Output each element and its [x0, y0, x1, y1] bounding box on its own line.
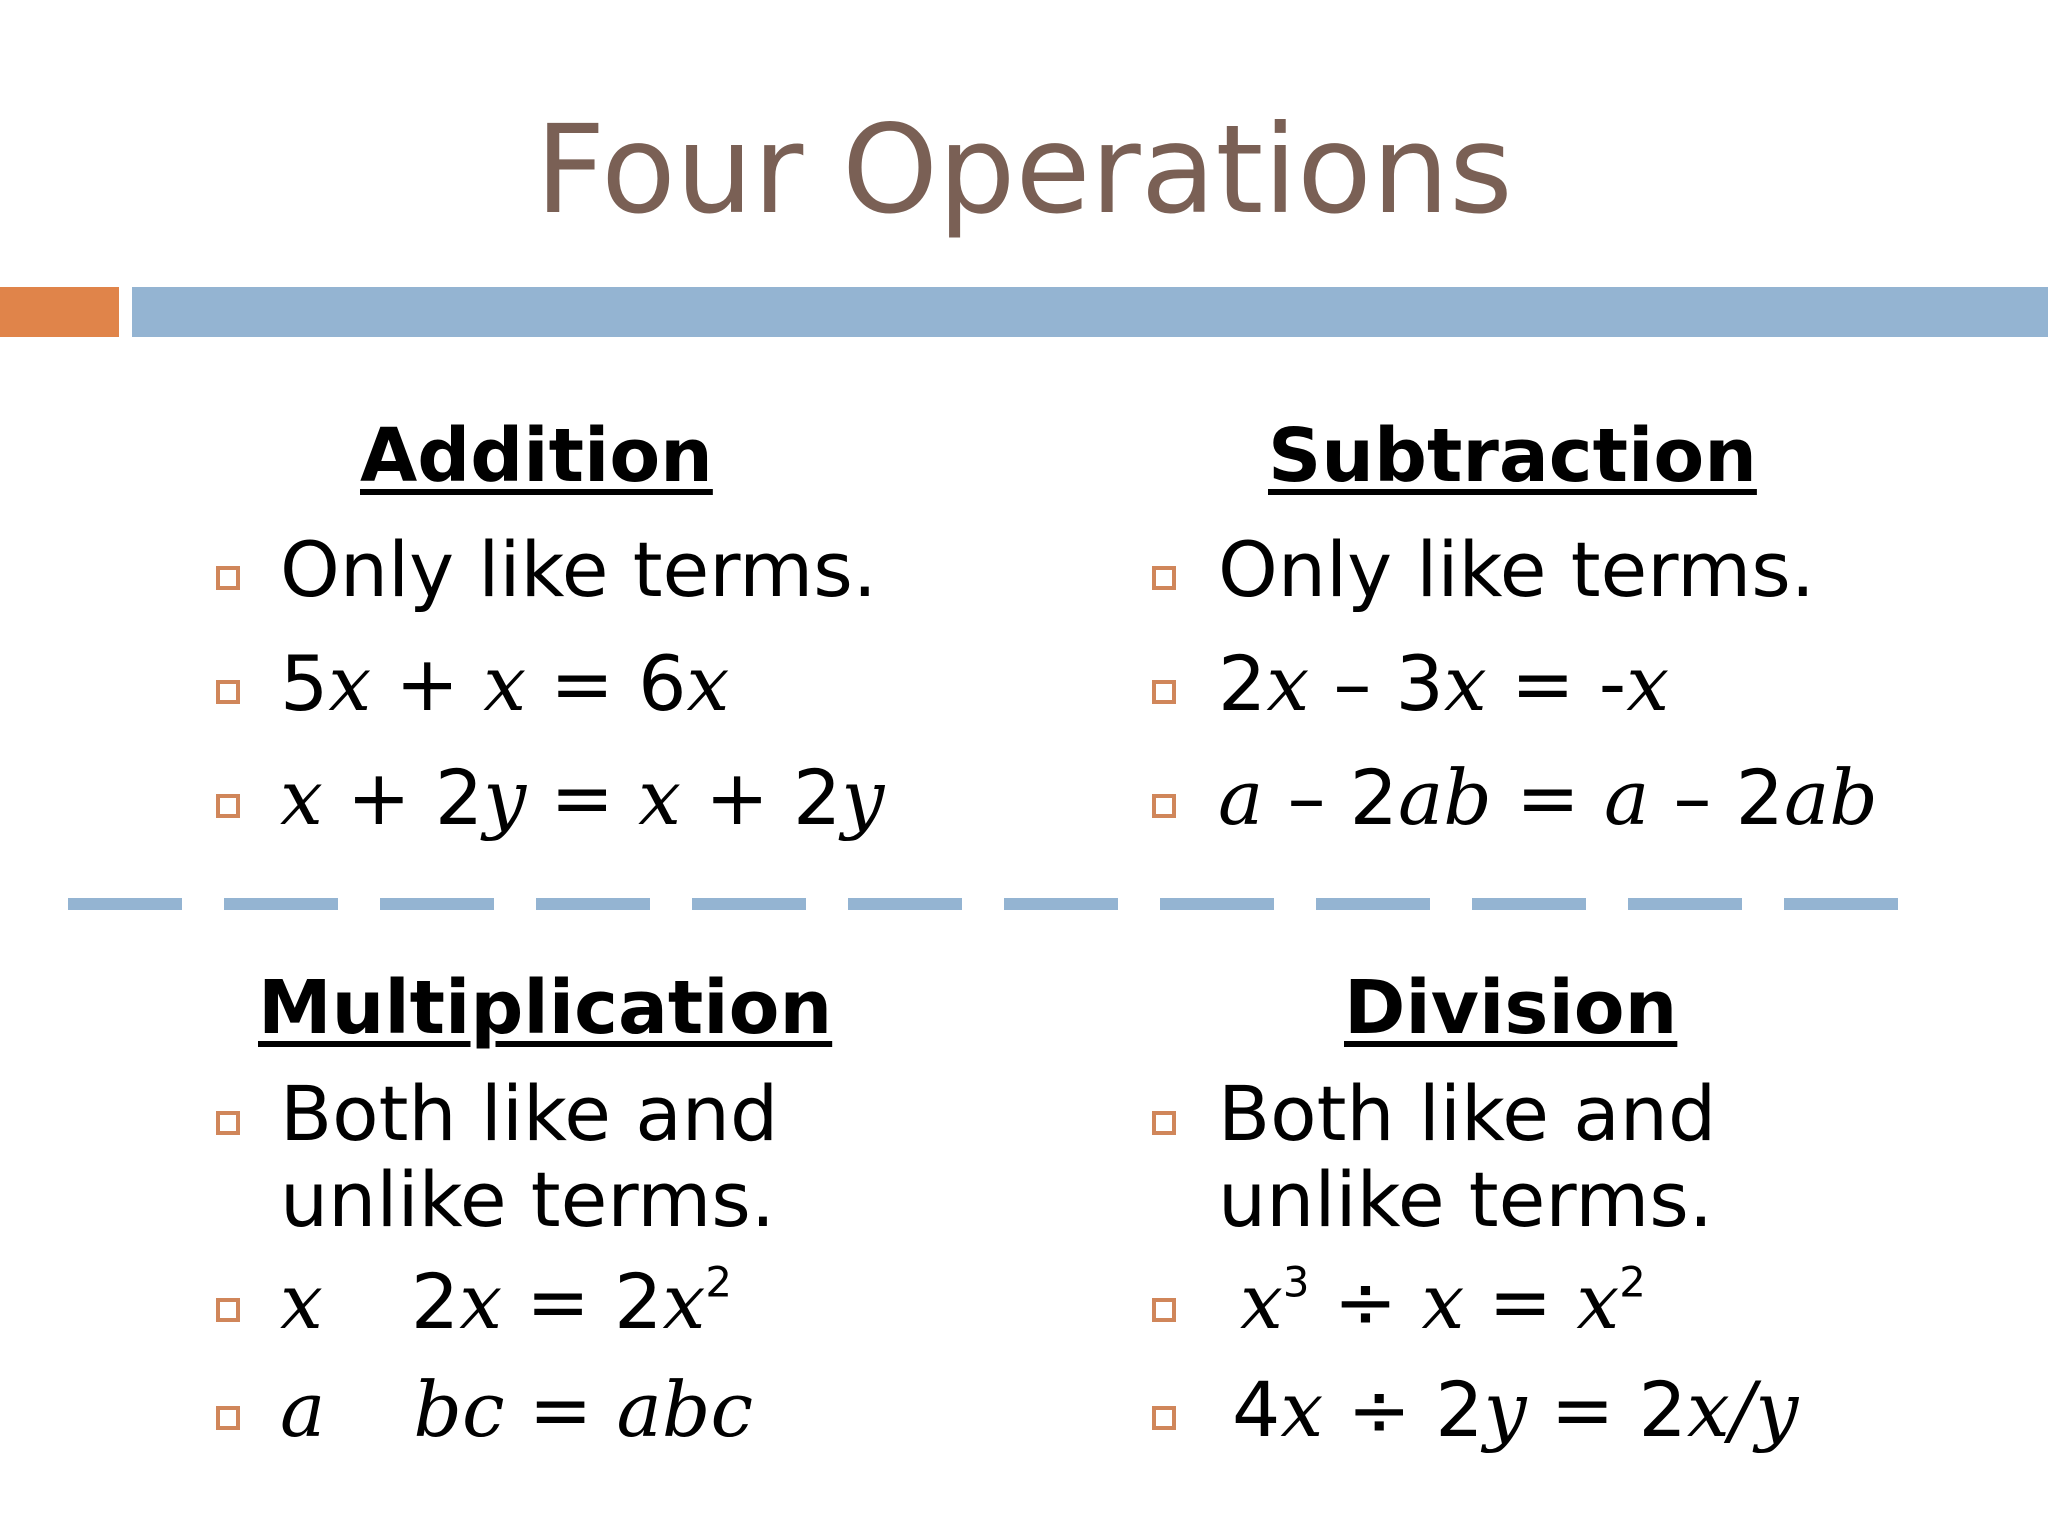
math-variable: x [1626, 639, 1670, 728]
math-variable: x/y [1686, 1365, 1799, 1454]
subtraction-item-1: Only like terms. [1218, 525, 1815, 614]
math-variable: y [483, 753, 527, 842]
square-bullet-icon [1152, 680, 1176, 704]
division-heading: Division [1344, 965, 1678, 1051]
multiplication-item-1-line-1: Both like and [280, 1069, 779, 1158]
math-text: = 6 [526, 639, 687, 728]
math-variable: bc [413, 1365, 505, 1454]
math-variable: x [483, 639, 527, 728]
math-variable: ab [1397, 753, 1492, 842]
square-bullet-icon [216, 680, 240, 704]
math-variable: a [280, 1365, 326, 1454]
division-item-2: x3 ÷ x = x2 [1240, 1259, 1646, 1345]
math-text: + 2 [322, 753, 484, 842]
math-variable: ab [1783, 753, 1878, 842]
math-exponent: 2 [705, 1257, 732, 1307]
math-text: = [1491, 753, 1604, 842]
square-bullet-icon [216, 794, 240, 818]
math-variable: x [1240, 1257, 1283, 1346]
math-variable: x [280, 1257, 323, 1346]
math-variable: abc [616, 1365, 754, 1454]
math-text: = - [1486, 639, 1627, 728]
math-text: ÷ [1309, 1257, 1422, 1346]
math-variable: x [662, 1257, 706, 1346]
math-variable: a [1218, 753, 1264, 842]
square-bullet-icon [1152, 794, 1176, 818]
square-bullet-icon [216, 1111, 240, 1135]
math-variable: y [841, 753, 885, 842]
math-text: 2 [1218, 639, 1267, 728]
math-variable: y [1483, 1365, 1527, 1454]
dashed-divider [68, 898, 1904, 910]
square-bullet-icon [216, 1406, 240, 1430]
math-variable: x [1443, 639, 1487, 728]
math-variable: x [328, 639, 372, 728]
math-exponent: 2 [1619, 1257, 1646, 1307]
division-item-1-line-1: Both like and [1218, 1069, 1717, 1158]
accent-bar-blue [132, 287, 2048, 337]
math-variable: x [459, 1257, 503, 1346]
math-text: + [371, 639, 484, 728]
math-text: 2 [410, 1257, 460, 1346]
addition-heading: Addition [360, 413, 713, 499]
math-variable: x [1576, 1257, 1620, 1346]
square-bullet-icon [1152, 566, 1176, 590]
subtraction-item-2: 2x – 3x = -x [1218, 641, 1669, 727]
math-variable: a [1603, 753, 1650, 842]
math-exponent: 3 [1282, 1257, 1310, 1307]
multiplication-item-1-line-2: unlike terms. [280, 1155, 776, 1244]
math-variable: x [686, 639, 730, 728]
math-text: 5 [280, 639, 329, 728]
square-bullet-icon [216, 1298, 240, 1322]
math-text: = [526, 753, 639, 842]
subtraction-item-3: a – 2ab = a – 2ab [1218, 755, 1878, 841]
math-text: + 2 [681, 753, 842, 842]
slide-title: Four Operations [535, 99, 1513, 241]
subtraction-heading: Subtraction [1268, 413, 1757, 499]
square-bullet-icon [1152, 1111, 1176, 1135]
math-variable: x [1266, 639, 1310, 728]
division-item-3: 4x ÷ 2y = 2x/y [1232, 1367, 1798, 1453]
math-text: – 3 [1309, 639, 1444, 728]
addition-item-3: x + 2y = x + 2y [280, 755, 884, 841]
addition-item-1: Only like terms. [280, 525, 877, 614]
square-bullet-icon [216, 566, 240, 590]
math-variable: x [1280, 1365, 1324, 1454]
multiplication-heading: Multiplication [258, 965, 833, 1051]
math-text: ÷ 2 [1323, 1365, 1484, 1454]
math-text: 4 [1232, 1365, 1281, 1454]
math-variable: x [280, 753, 323, 842]
math-text: – 2 [1649, 753, 1784, 842]
math-variable: x [638, 753, 682, 842]
math-text: = [1464, 1257, 1577, 1346]
accent-bar-orange [0, 287, 119, 337]
square-bullet-icon [1152, 1298, 1176, 1322]
math-text: = 2 [1526, 1365, 1687, 1454]
math-text: = [504, 1365, 617, 1454]
square-bullet-icon [1152, 1406, 1176, 1430]
math-text: = 2 [502, 1257, 663, 1346]
addition-item-2: 5x + x = 6x [280, 641, 729, 727]
division-item-1-line-2: unlike terms. [1218, 1155, 1714, 1244]
math-text: – 2 [1263, 753, 1398, 842]
math-variable: x [1421, 1257, 1465, 1346]
